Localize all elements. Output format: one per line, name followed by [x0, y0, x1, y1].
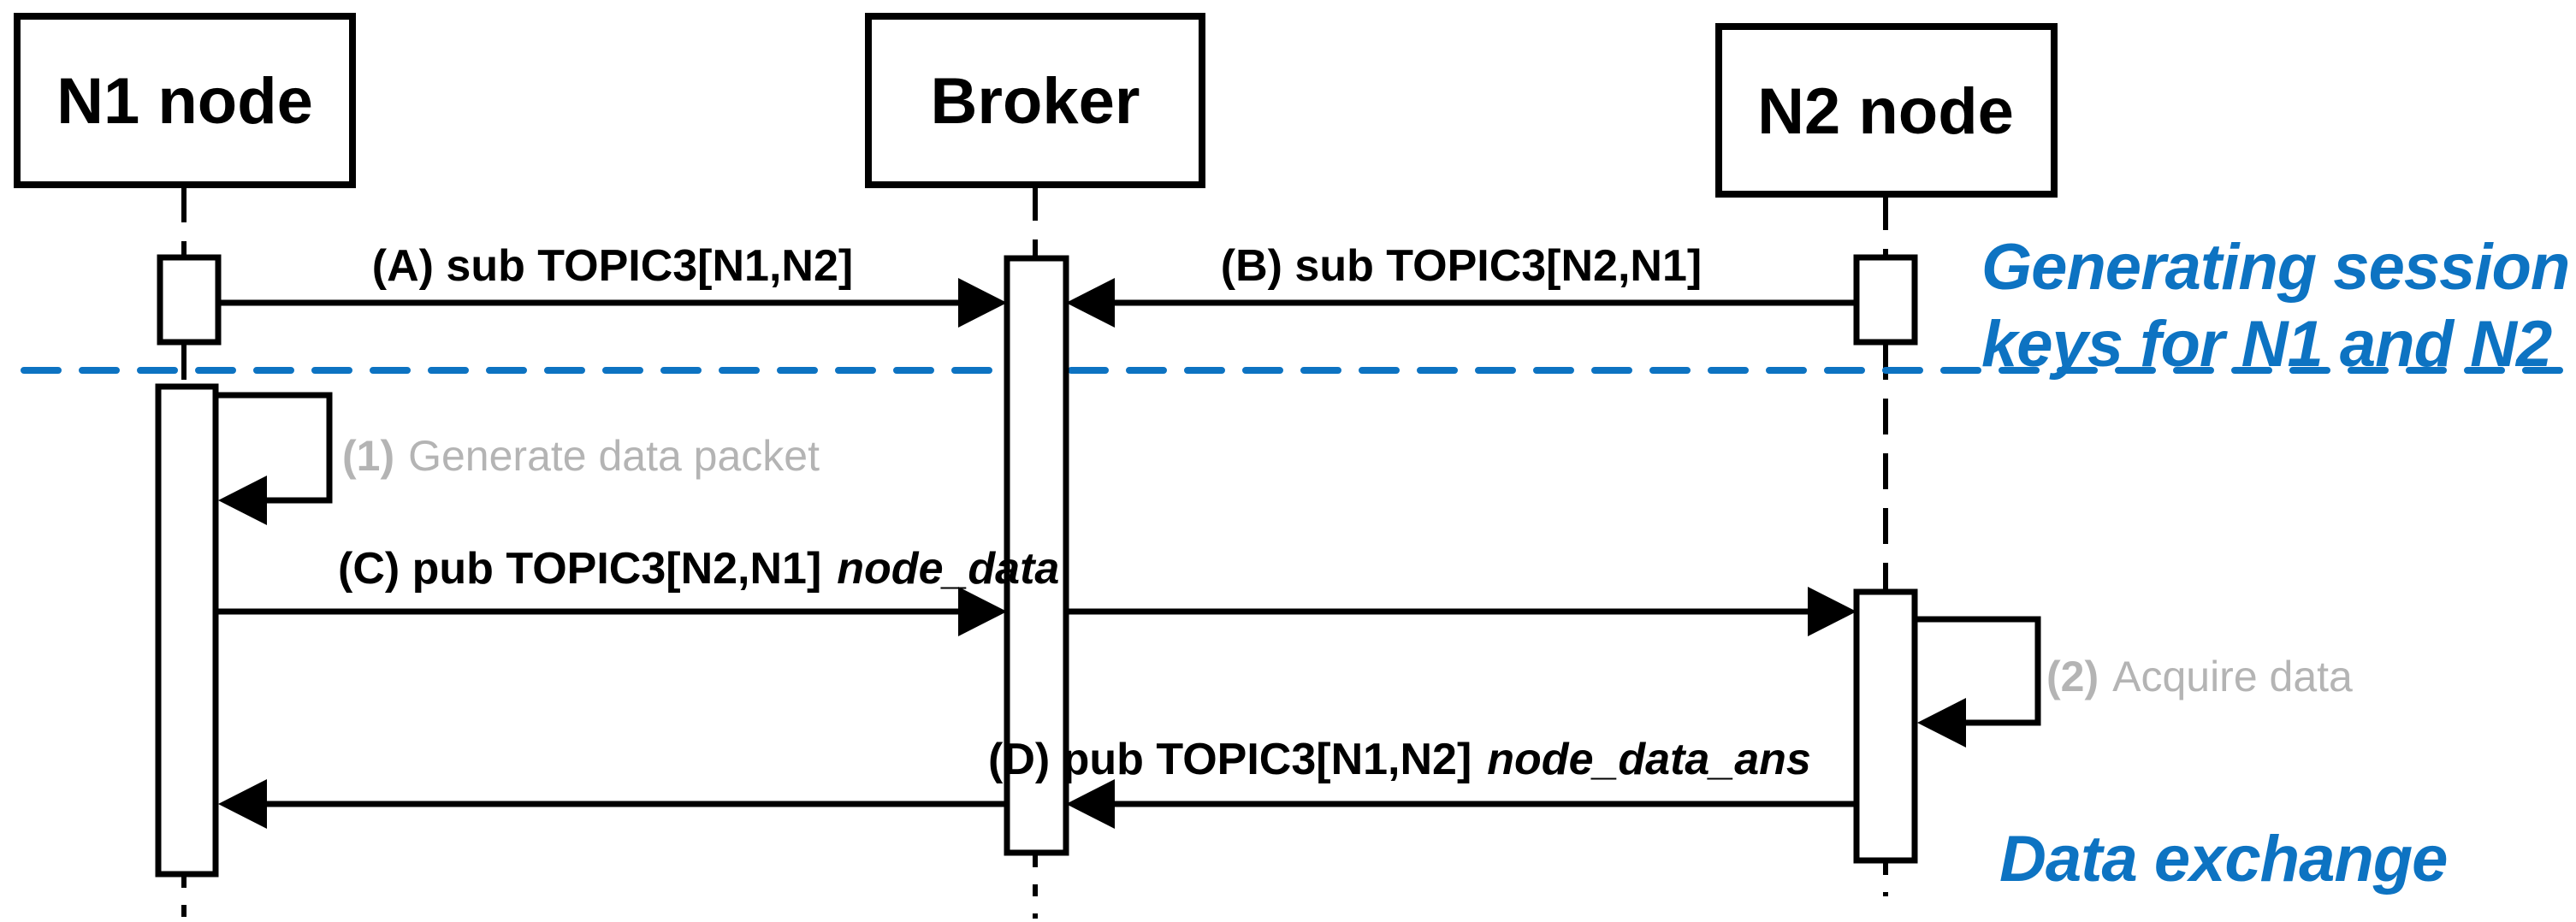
message-d-arrowhead-n1-icon: [218, 779, 267, 829]
actor-box-broker: [865, 13, 1205, 188]
n2-self-note: (2) Acquire data: [2046, 653, 2353, 700]
n1-self-note-index: (1): [342, 432, 394, 480]
n2-activation-bar-exchange: [1853, 588, 1918, 864]
n1-self-loop-arrowhead-icon: [218, 476, 267, 525]
phase-session-label-line1: Generating session: [1981, 231, 2569, 304]
n1-activation-bar-session: [157, 254, 222, 346]
message-d-label-text: (D) pub TOPIC3[N1,N2]: [988, 735, 1472, 784]
actor-box-n2: [1715, 23, 2058, 198]
message-a-arrowhead-icon: [958, 278, 1007, 328]
actor-label-broker: Broker: [931, 65, 1140, 138]
n1-self-loop-line: [216, 392, 333, 504]
n2-self-note-text: Acquire data: [2112, 653, 2353, 700]
message-d-payload: node_data_ans: [1487, 735, 1811, 784]
message-d-label: (D) pub TOPIC3[N1,N2] node_data_ans: [988, 735, 1811, 784]
n2-self-note-index: (2): [2046, 653, 2099, 700]
actor-label-n2: N2 node: [1757, 75, 2014, 148]
n2-self-loop-line: [1915, 616, 2041, 726]
message-c-arrowhead-broker-icon: [958, 587, 1007, 636]
message-a-label: (A) sub TOPIC3[N1,N2]: [372, 241, 853, 291]
message-c-payload: node_data: [837, 544, 1059, 594]
message-d-arrowhead-broker-icon: [1066, 779, 1115, 829]
n1-self-note: (1) Generate data packet: [342, 432, 820, 480]
broker-activation-bar: [1004, 255, 1069, 856]
n2-activation-bar-session: [1853, 254, 1918, 346]
n2-self-loop-arrowhead-icon: [1917, 698, 1966, 748]
message-b-arrowhead-icon: [1066, 278, 1115, 328]
message-b-label: (B) sub TOPIC3[N2,N1]: [1221, 241, 1702, 291]
actor-label-n1: N1 node: [56, 65, 313, 138]
phase-exchange-label: Data exchange: [1999, 823, 2447, 895]
n1-self-note-text: Generate data packet: [408, 432, 820, 480]
message-c-label: (C) pub TOPIC3[N2,N1] node_data: [338, 544, 1059, 594]
phase-session-label-line2: keys for N1 and N2: [1981, 308, 2552, 381]
message-c-arrowhead-n2-icon: [1808, 587, 1856, 636]
message-c-label-text: (C) pub TOPIC3[N2,N1]: [338, 544, 821, 594]
actor-box-n1: [14, 13, 356, 188]
n1-activation-bar-exchange: [155, 383, 219, 878]
